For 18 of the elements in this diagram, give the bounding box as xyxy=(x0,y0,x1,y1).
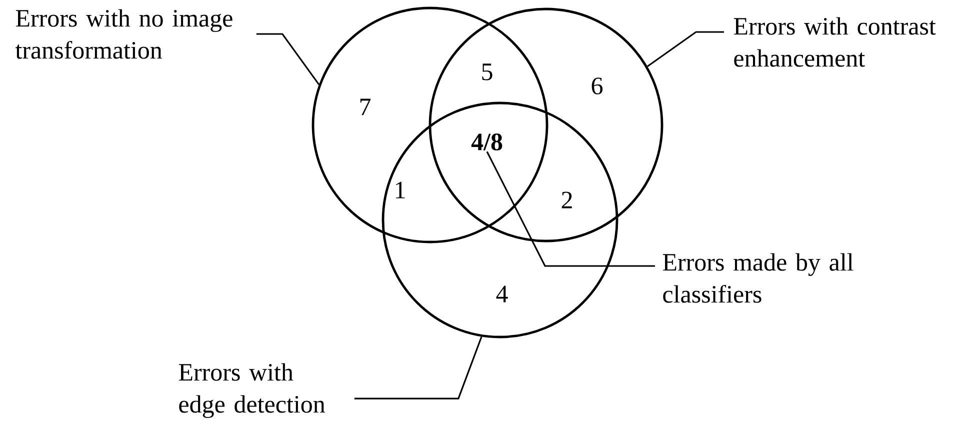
region-count: 1 xyxy=(396,182,405,198)
region-count: 7 xyxy=(360,98,371,116)
region-count: 2 xyxy=(562,192,572,208)
set-label: Errors with contrast enhancement xyxy=(734,17,936,67)
leader-line xyxy=(354,336,482,400)
region-count: 5 xyxy=(482,64,492,80)
set-label: Errors made by all classifiers xyxy=(662,253,854,303)
region-count: 4 xyxy=(496,286,508,302)
leader-line xyxy=(256,33,320,86)
venn-circle xyxy=(382,102,618,338)
venn-circle xyxy=(428,8,664,242)
set-label: Errors with no image transformation xyxy=(15,9,232,59)
region-count: 6 xyxy=(592,78,603,94)
leader-line xyxy=(486,151,655,267)
region-count: 4/8 xyxy=(471,134,502,150)
leader-line xyxy=(647,31,724,68)
set-label: Errors with edge detection xyxy=(178,363,325,418)
venn-circle xyxy=(312,6,548,244)
